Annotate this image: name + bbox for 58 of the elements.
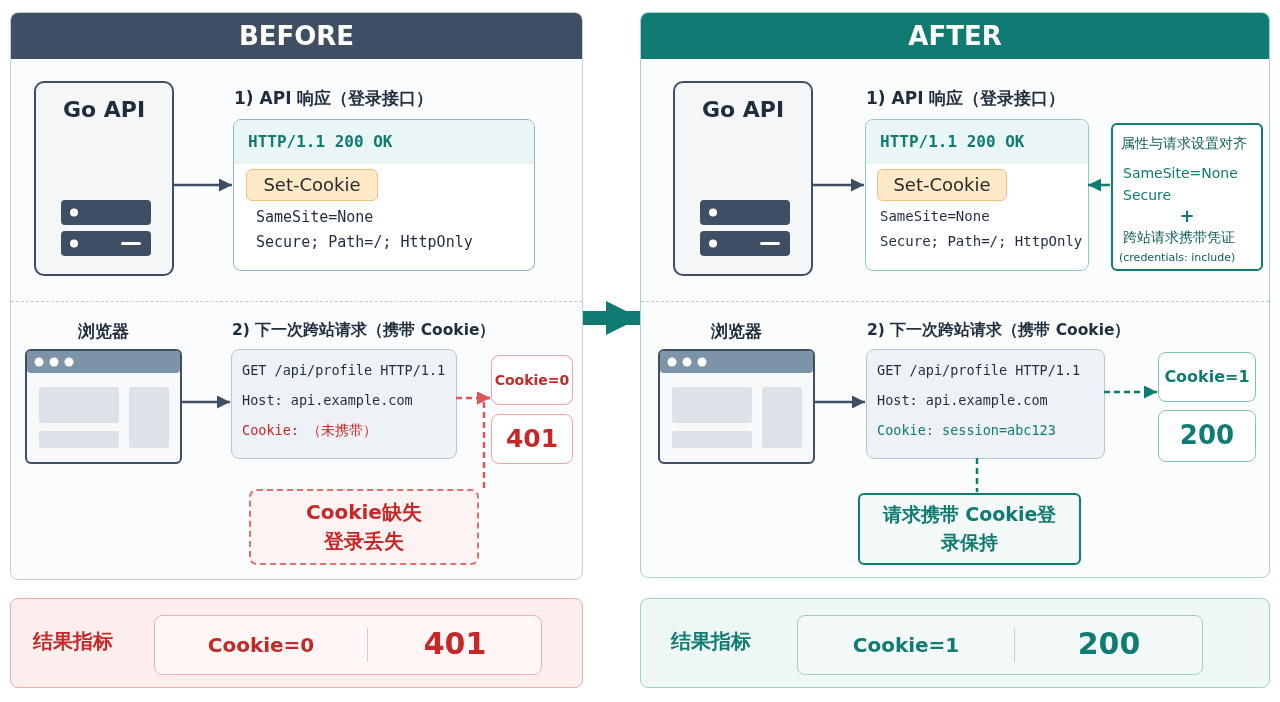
metric-label: Cookie=0 bbox=[206, 633, 316, 657]
note-line: 跨站请求携带凭证 bbox=[1123, 229, 1235, 246]
note-box: Cookie缺失登录丢失 bbox=[249, 489, 479, 565]
card-title: Go API bbox=[700, 97, 786, 124]
card-title: Go API bbox=[61, 97, 147, 124]
metric-label: Cookie=1 bbox=[851, 633, 961, 657]
comparison-panel bbox=[640, 12, 1270, 578]
code-line: Host: api.example.com bbox=[877, 392, 1048, 409]
status-box: 200 bbox=[1158, 410, 1256, 462]
panel-header: AFTER bbox=[641, 13, 1269, 59]
code-line: Host: api.example.com bbox=[242, 392, 413, 409]
result-label: 结果指标 bbox=[671, 629, 751, 653]
result-panel bbox=[10, 598, 583, 688]
arrow bbox=[173, 178, 232, 192]
section-heading: 2) 下一次跨站请求（携带 Cookie） bbox=[867, 321, 1131, 340]
note-title: 属性与请求设置对齐 bbox=[1121, 135, 1247, 152]
code-line: GET /api/profile HTTP/1.1 bbox=[242, 362, 446, 379]
arrow bbox=[814, 395, 865, 409]
code-line: SameSite=None bbox=[256, 208, 374, 226]
arrow bbox=[181, 395, 230, 409]
connector-line bbox=[975, 458, 979, 492]
section-heading: 2) 下一次跨站请求（携带 Cookie） bbox=[232, 321, 496, 340]
result-panel bbox=[640, 598, 1270, 688]
service-card bbox=[673, 81, 813, 276]
section-heading: 浏览器 bbox=[710, 321, 763, 342]
arrow bbox=[1104, 385, 1157, 399]
metric-panel bbox=[797, 615, 1203, 675]
service-card bbox=[34, 81, 174, 276]
note-line: (credentials: include) bbox=[1119, 251, 1236, 265]
info-card bbox=[1111, 123, 1263, 271]
header-badge: Set-Cookie bbox=[877, 169, 1007, 201]
code-line: SameSite=None bbox=[880, 208, 990, 225]
code-line: Cookie: session=abc123 bbox=[877, 422, 1056, 439]
section-heading: 1) API 响应（登录接口） bbox=[234, 88, 434, 109]
status-box: Cookie=0 bbox=[491, 355, 573, 405]
result-label: 结果指标 bbox=[33, 629, 113, 653]
comparison-panel bbox=[10, 12, 583, 580]
header-badge: Set-Cookie bbox=[246, 169, 378, 201]
status-box: Cookie=1 bbox=[1158, 352, 1256, 402]
section-heading: 1) API 响应（登录接口） bbox=[866, 88, 1066, 109]
note-box: 请求携带 Cookie登录保持 bbox=[858, 493, 1081, 565]
code-line: Secure; Path=/; HttpOnly bbox=[256, 233, 473, 251]
plus-sign: + bbox=[1178, 205, 1196, 227]
code-line: Cookie: （未携带） bbox=[242, 422, 378, 439]
status-box: 401 bbox=[491, 414, 573, 464]
arrow bbox=[583, 301, 640, 335]
arrow bbox=[812, 178, 864, 192]
metric-value: 200 bbox=[1076, 626, 1142, 662]
arrow bbox=[1088, 178, 1110, 192]
metric-value: 401 bbox=[422, 626, 488, 662]
note-line: SameSite=None bbox=[1123, 165, 1238, 182]
metric-panel bbox=[154, 615, 542, 675]
note-line: Secure bbox=[1123, 187, 1172, 204]
section-heading: 浏览器 bbox=[77, 321, 130, 342]
code-line: GET /api/profile HTTP/1.1 bbox=[877, 362, 1081, 379]
panel-header: BEFORE bbox=[11, 13, 582, 59]
code-line: Secure; Path=/; HttpOnly bbox=[880, 233, 1083, 250]
arrow bbox=[477, 391, 490, 488]
